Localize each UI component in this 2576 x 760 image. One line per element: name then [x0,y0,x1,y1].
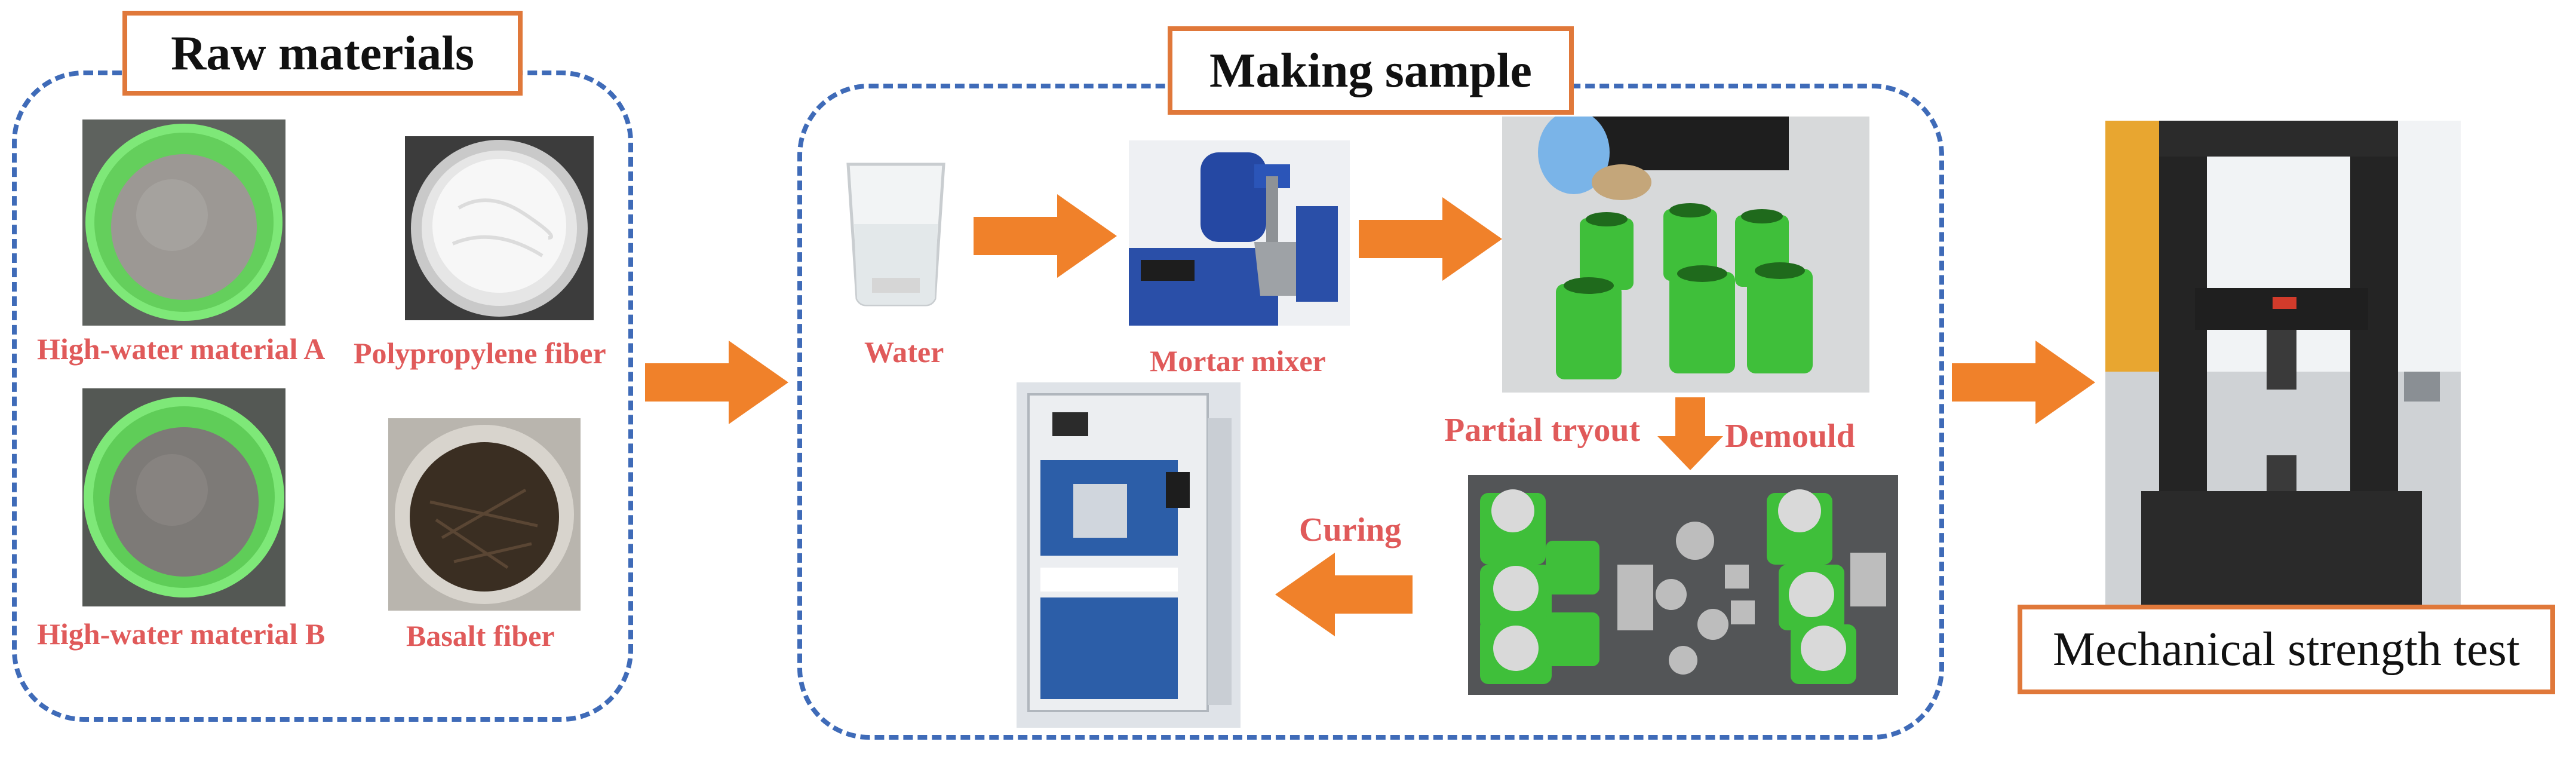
raw-materials-title: Raw materials [171,26,474,80]
water-beaker-photo [836,152,956,308]
demould-label: Demould [1725,418,1855,455]
mechanical-strength-test-title-box: Mechanical strength test [2018,605,2555,694]
polypropylene-fiber-photo [405,136,594,320]
basalt-fiber-label: Basalt fiber [406,619,555,652]
curing-chamber-photo [1017,382,1241,728]
demoulded-specimens-photo [1468,475,1898,695]
water-label: Water [864,335,944,369]
arrow-to-curing [1275,553,1413,636]
high-water-material-a-label: High-water material A [37,332,326,366]
testing-machine-photo [2105,121,2461,609]
arrow-raw-to-making [645,341,788,424]
mortar-mixer-label: Mortar mixer [1150,344,1326,378]
partial-tryout-label: Partial tryout [1444,412,1641,449]
making-sample-title: Making sample [1209,43,1532,97]
arrow-mixer-to-molds [1359,197,1502,281]
curing-label: Curing [1299,511,1402,548]
arrow-making-to-test [1952,341,2095,424]
arrow-water-to-mixer [974,194,1117,278]
polypropylene-fiber-label: Polypropylene fiber [354,336,606,370]
high-water-material-b-photo [82,388,285,606]
high-water-material-a-photo [82,119,285,326]
arrow-down-demould [1657,397,1723,470]
basalt-fiber-photo [388,418,581,611]
making-sample-title-box: Making sample [1168,26,1574,115]
mechanical-strength-test-title: Mechanical strength test [2053,623,2520,676]
mortar-mixer-photo [1129,140,1350,326]
mold-filling-photo [1502,117,1869,393]
high-water-material-b-label: High-water material B [37,617,326,651]
raw-materials-title-box: Raw materials [122,11,523,96]
